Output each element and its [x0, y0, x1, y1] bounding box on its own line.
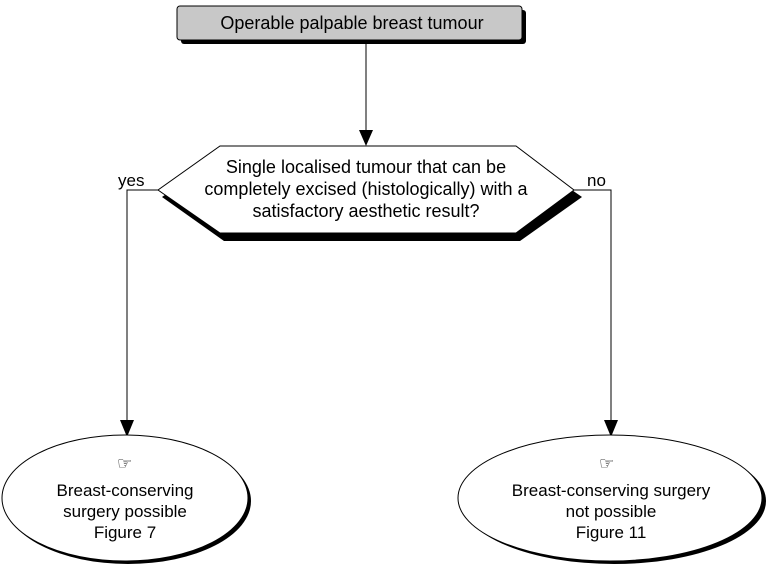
connector-yes: [126, 189, 158, 420]
decision-line-1: Single localised tumour that can be: [225, 157, 507, 177]
outcome-yes-line-1: Breast-conserving: [56, 481, 194, 500]
outcome-yes-label: Breast-conserving surgery possible Figur…: [30, 480, 220, 543]
arrowhead-to-decision: [359, 130, 373, 146]
start-node-label: Operable palpable breast tumour: [220, 13, 484, 33]
start-box: [176, 5, 523, 41]
outcome-no-figure-ref: Figure 11: [575, 523, 647, 542]
connector-no: [574, 189, 612, 420]
outcome-no-oval: [457, 434, 763, 562]
decision-line-3: satisfactory aesthetic result?: [252, 201, 480, 221]
outcome-yes-line-2: surgery possible: [63, 502, 187, 521]
arrowhead-no: [604, 420, 618, 437]
outcome-no-label: Breast-conserving surgery not possible F…: [466, 480, 756, 543]
arrowhead-yes: [120, 420, 134, 437]
decision-line-2: completely excised (histologically) with…: [204, 179, 528, 199]
yes-branch-label: yes: [118, 171, 145, 190]
decision-node-label: Single localised tumour that can be comp…: [196, 156, 536, 222]
outcome-yes-oval: [1, 434, 249, 562]
no-branch-label: no: [587, 171, 606, 190]
outcome-no-line-2: not possible: [565, 502, 657, 521]
pointing-hand-icon: ☞: [599, 454, 615, 474]
outcome-yes-figure-ref: Figure 7: [93, 523, 157, 542]
outcome-no-line-1: Breast-conserving surgery: [511, 481, 711, 500]
pointing-hand-icon: ☞: [117, 454, 133, 474]
